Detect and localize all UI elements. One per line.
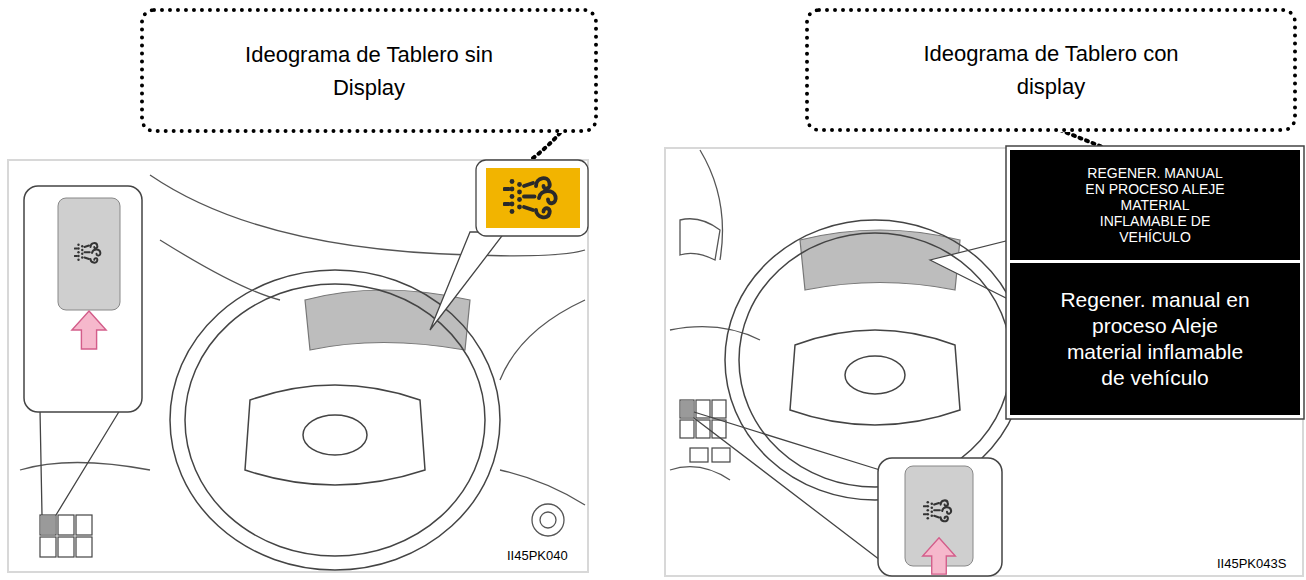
callout-bubble: Ideograma de Tablero sin Display	[140, 8, 598, 133]
figure-code: II45PK043S	[1215, 556, 1288, 571]
callout-bubble: Ideograma de Tablero con display	[805, 8, 1297, 132]
node-text: Regener. manual en proceso Aleje materia…	[1055, 287, 1255, 392]
display-message: Regener. manual en proceso Aleje materia…	[1010, 263, 1300, 415]
node-text: Ideograma de Tablero sin Display	[239, 38, 499, 104]
node-text: Ideograma de Tablero con display	[921, 37, 1181, 103]
display-message: REGENER. MANUAL EN PROCESO ALEJE MATERIA…	[1010, 150, 1300, 260]
figure-code: II45PK040	[505, 548, 570, 563]
node-text: REGENER. MANUAL EN PROCESO ALEJE MATERIA…	[1080, 165, 1230, 245]
